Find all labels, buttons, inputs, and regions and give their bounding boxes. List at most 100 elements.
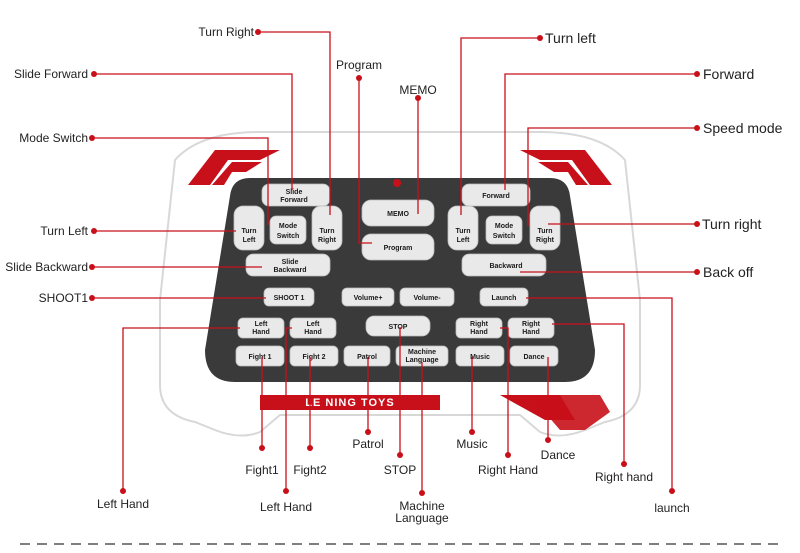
callout-dance: Dance bbox=[541, 448, 576, 462]
callout-right-hand-1: Right Hand bbox=[478, 463, 538, 477]
svg-text:Right: Right bbox=[318, 237, 337, 244]
patrol-button[interactable]: Patrol bbox=[343, 345, 391, 367]
turn-right-button-right[interactable]: Turn Right bbox=[529, 205, 561, 251]
svg-text:Patrol: Patrol bbox=[357, 354, 377, 361]
svg-text:Hand: Hand bbox=[470, 329, 488, 336]
svg-text:Left: Left bbox=[243, 237, 257, 244]
led-indicator bbox=[393, 179, 401, 187]
callout-right-hand-2: Right hand bbox=[595, 470, 653, 484]
callout-patrol: Patrol bbox=[352, 437, 383, 451]
leader-dots bbox=[89, 29, 700, 496]
svg-text:Turn: Turn bbox=[319, 228, 334, 235]
music-button[interactable]: Music bbox=[455, 345, 505, 367]
callout-turn-left-right: Turn left bbox=[545, 30, 596, 46]
callout-fight2: Fight2 bbox=[293, 463, 327, 477]
svg-text:Hand: Hand bbox=[522, 329, 540, 336]
turn-left-button-right[interactable]: Turn Left bbox=[447, 205, 479, 251]
callout-machine-language-2: Language bbox=[395, 511, 449, 525]
callout-stop: STOP bbox=[384, 463, 416, 477]
callout-turn-right-top: Turn Right bbox=[198, 25, 254, 39]
callout-speed-mode: Speed mode bbox=[703, 120, 783, 136]
svg-text:Switch: Switch bbox=[493, 233, 516, 240]
red-stripe-right bbox=[520, 150, 612, 185]
svg-text:MEMO: MEMO bbox=[387, 211, 409, 218]
svg-text:Slide: Slide bbox=[286, 189, 303, 196]
program-button[interactable]: Program bbox=[361, 233, 435, 261]
svg-text:Turn: Turn bbox=[241, 228, 256, 235]
callout-forward: Forward bbox=[703, 66, 754, 82]
callout-shoot1: SHOOT1 bbox=[39, 291, 89, 305]
left-hand-button-a[interactable]: Left Hand bbox=[237, 317, 285, 339]
svg-text:Language: Language bbox=[405, 357, 438, 364]
dance-button[interactable]: Dance bbox=[509, 345, 559, 367]
svg-text:Volume-: Volume- bbox=[413, 295, 441, 302]
callout-turn-right-right: Turn right bbox=[702, 216, 762, 232]
leader-lines bbox=[92, 31, 697, 493]
stop-button[interactable]: STOP bbox=[365, 315, 431, 337]
brand-banner bbox=[260, 395, 440, 410]
slide-backward-button[interactable]: Slide Backward bbox=[245, 253, 331, 277]
turn-left-button-left[interactable]: Turn Left bbox=[233, 205, 265, 251]
svg-text:Forward: Forward bbox=[482, 193, 510, 200]
volume-down-button[interactable]: Volume- bbox=[399, 287, 455, 307]
svg-text:Fight 1: Fight 1 bbox=[249, 354, 272, 361]
left-hand-button-b[interactable]: Left Hand bbox=[289, 317, 337, 339]
mode-switch-button-left[interactable]: Mode Switch bbox=[269, 215, 307, 245]
brand-label: LE NING TOYS bbox=[305, 397, 394, 409]
slide-forward-button[interactable]: Slide Forward bbox=[261, 183, 331, 207]
svg-text:Backward: Backward bbox=[489, 263, 522, 270]
svg-text:Hand: Hand bbox=[252, 329, 270, 336]
callout-mode-switch: Mode Switch bbox=[19, 131, 88, 145]
svg-text:Hand: Hand bbox=[304, 329, 322, 336]
svg-text:Music: Music bbox=[470, 354, 490, 361]
backward-button[interactable]: Backward bbox=[461, 253, 547, 277]
svg-text:Fight 2: Fight 2 bbox=[303, 354, 326, 361]
svg-text:Launch: Launch bbox=[492, 295, 517, 302]
shoot1-button[interactable]: SHOOT 1 bbox=[263, 287, 315, 307]
turn-right-button-left[interactable]: Turn Right bbox=[311, 205, 343, 251]
forward-button[interactable]: Forward bbox=[461, 183, 531, 207]
svg-text:Forward: Forward bbox=[280, 197, 308, 204]
callout-back-off: Back off bbox=[703, 264, 753, 280]
svg-text:Turn: Turn bbox=[537, 228, 552, 235]
callout-fight1: Fight1 bbox=[245, 463, 279, 477]
callout-left-hand-1: Left Hand bbox=[97, 497, 149, 511]
launch-button[interactable]: Launch bbox=[479, 287, 529, 307]
callout-left-hand-2: Left Hand bbox=[260, 500, 312, 514]
svg-text:Machine: Machine bbox=[408, 349, 436, 356]
memo-button[interactable]: MEMO bbox=[361, 199, 435, 227]
callout-memo: MEMO bbox=[399, 83, 436, 97]
svg-text:Left: Left bbox=[457, 237, 471, 244]
svg-text:Left: Left bbox=[255, 321, 269, 328]
svg-text:Volume+: Volume+ bbox=[354, 295, 383, 302]
callout-slide-forward: Slide Forward bbox=[14, 67, 88, 81]
right-hand-button-a[interactable]: Right Hand bbox=[455, 317, 503, 339]
svg-text:Right: Right bbox=[522, 321, 541, 328]
callout-turn-left: Turn Left bbox=[40, 224, 88, 238]
callout-program: Program bbox=[336, 58, 382, 72]
callout-slide-backward: Slide Backward bbox=[5, 260, 88, 274]
callout-launch: launch bbox=[654, 501, 689, 515]
svg-text:Mode: Mode bbox=[279, 223, 297, 230]
fight1-button[interactable]: Fight 1 bbox=[235, 345, 285, 367]
svg-text:SHOOT 1: SHOOT 1 bbox=[274, 295, 305, 302]
svg-text:Backward: Backward bbox=[273, 267, 306, 274]
right-hand-button-b[interactable]: Right Hand bbox=[507, 317, 555, 339]
red-stripe-left bbox=[188, 150, 280, 185]
svg-text:Dance: Dance bbox=[523, 354, 544, 361]
callout-music: Music bbox=[456, 437, 487, 451]
svg-text:Program: Program bbox=[384, 245, 413, 252]
svg-text:Right: Right bbox=[536, 237, 555, 244]
svg-text:Turn: Turn bbox=[455, 228, 470, 235]
svg-text:Slide: Slide bbox=[282, 259, 299, 266]
svg-text:Left: Left bbox=[307, 321, 321, 328]
volume-up-button[interactable]: Volume+ bbox=[341, 287, 395, 307]
svg-text:Mode: Mode bbox=[495, 223, 513, 230]
mode-switch-button-right[interactable]: Mode Switch bbox=[485, 215, 523, 245]
callout-machine-language-1: Machine bbox=[399, 499, 445, 513]
svg-text:Switch: Switch bbox=[277, 233, 300, 240]
svg-text:Right: Right bbox=[470, 321, 489, 328]
fight2-button[interactable]: Fight 2 bbox=[289, 345, 339, 367]
svg-text:STOP: STOP bbox=[389, 324, 408, 331]
